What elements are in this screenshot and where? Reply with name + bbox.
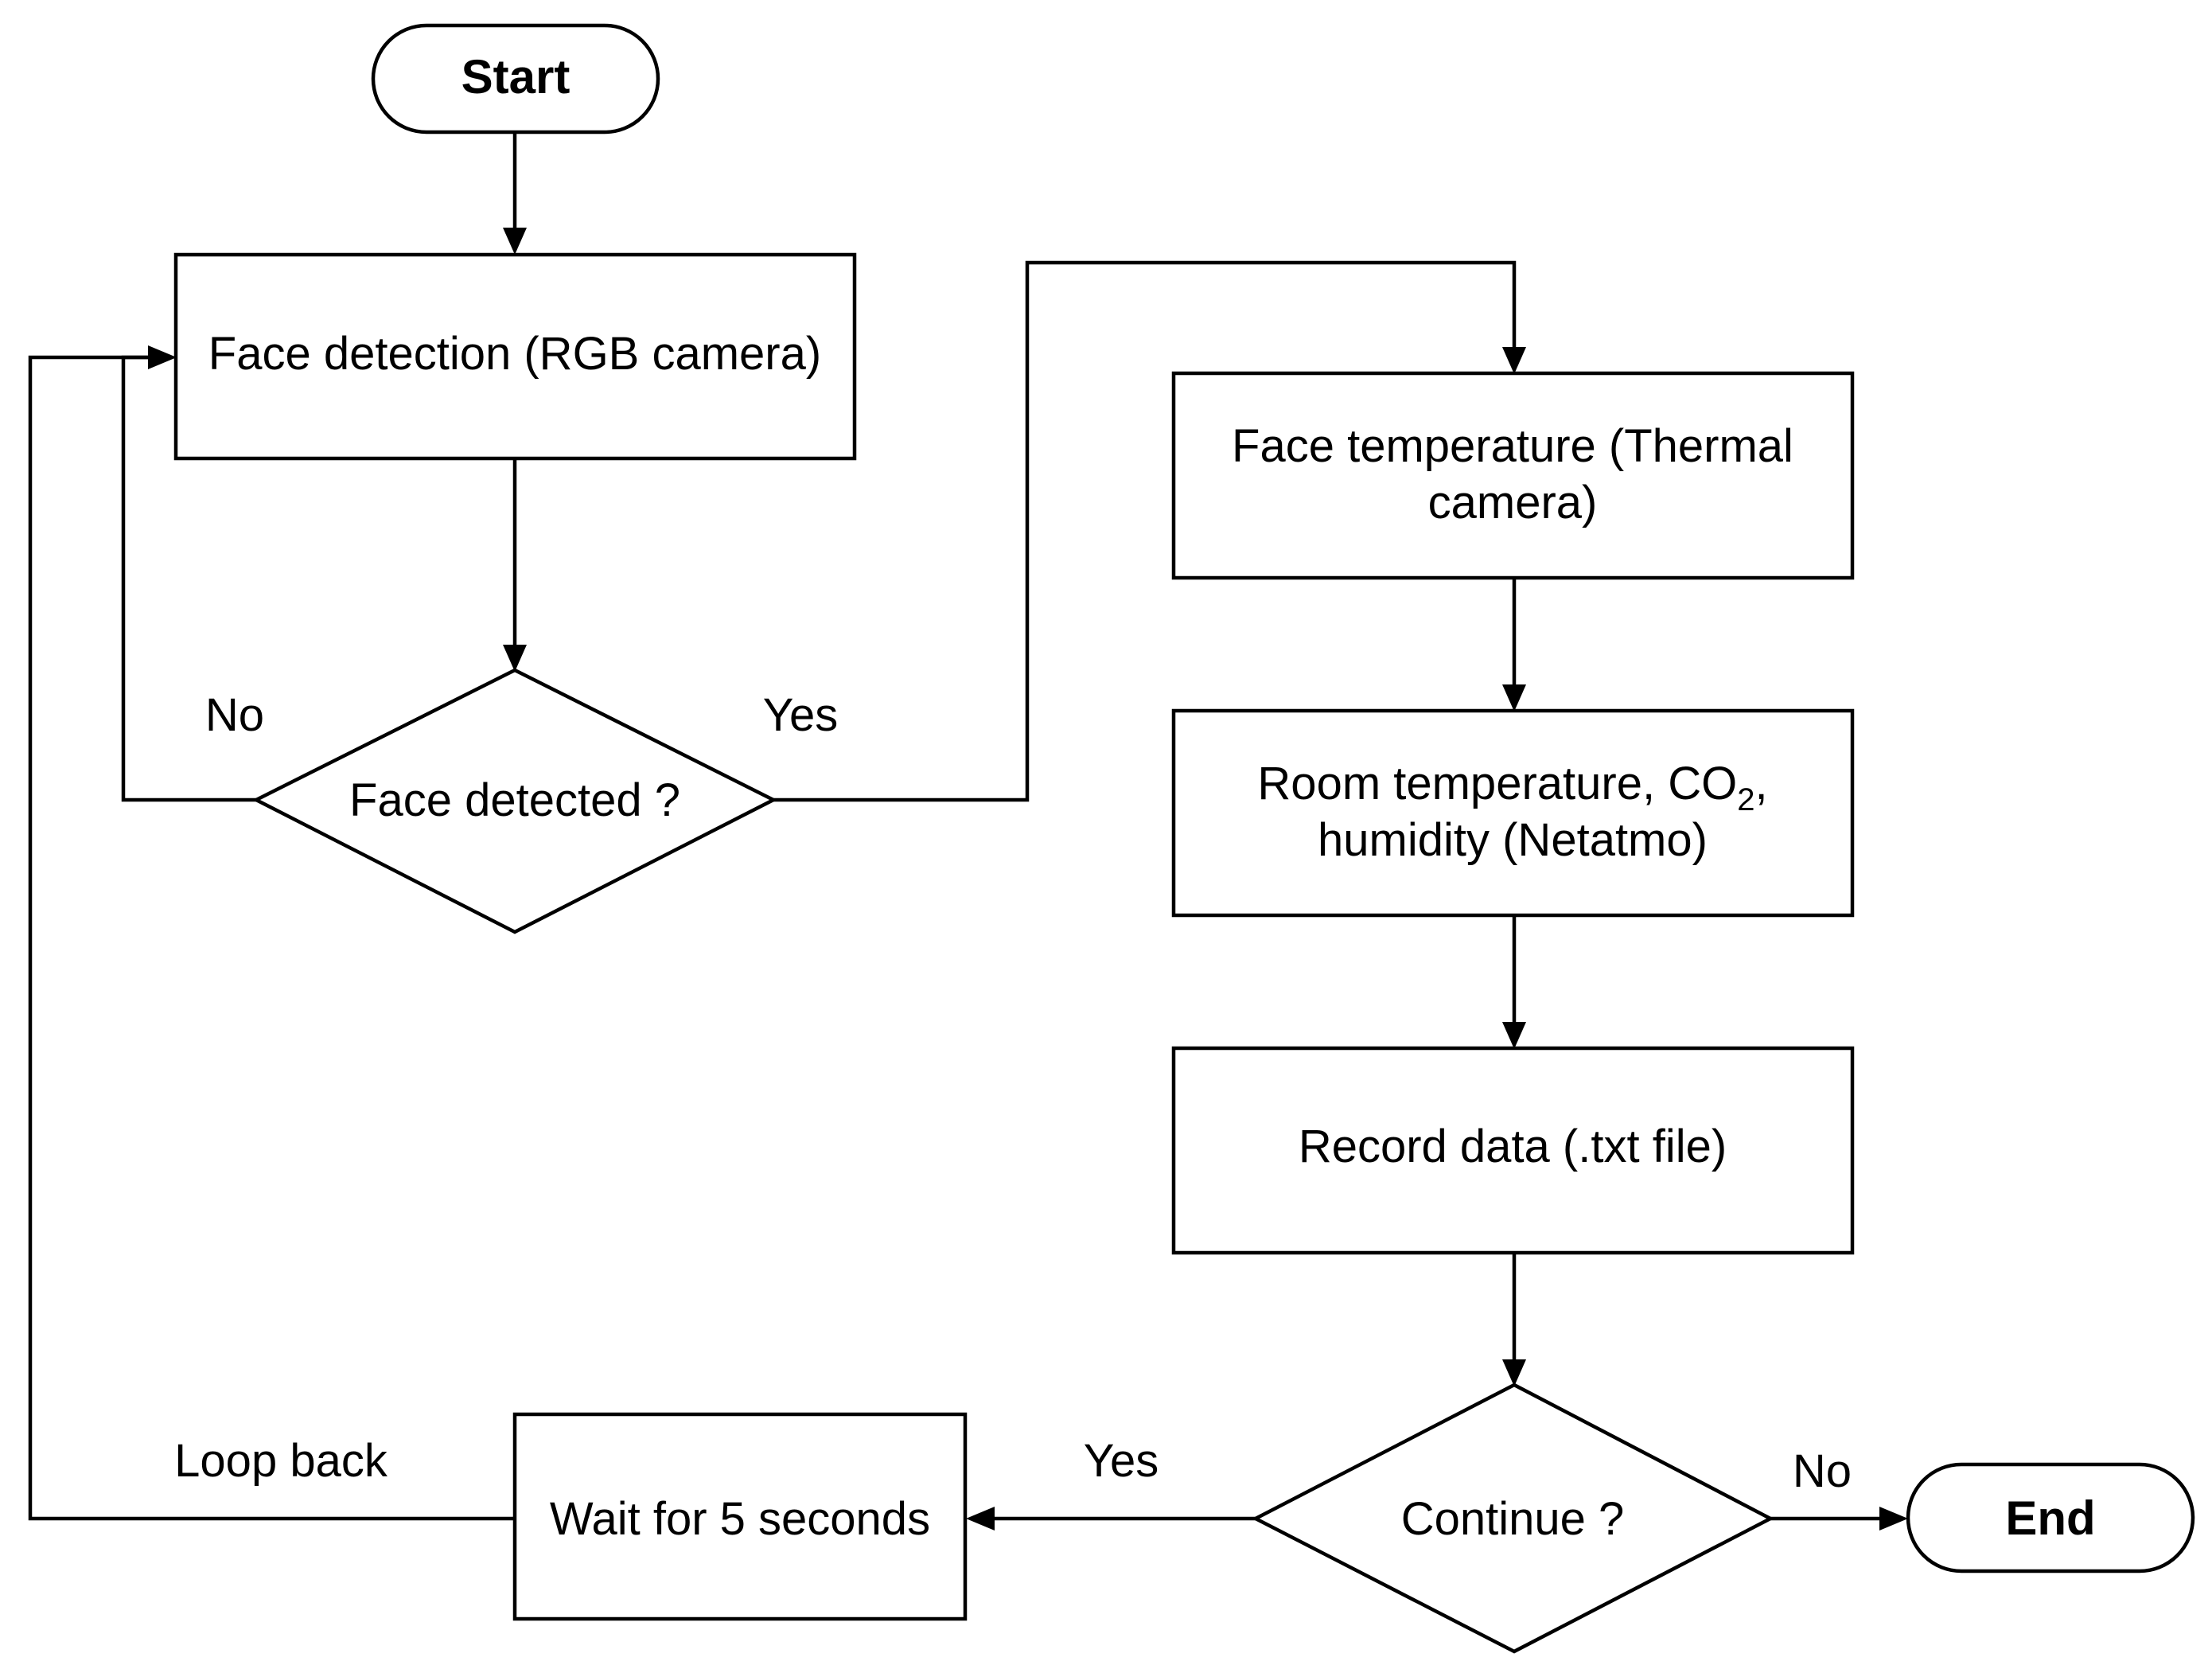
continue-label: Continue ? (1401, 1493, 1625, 1545)
arrowhead-down-room (1502, 684, 1526, 712)
face-temperature-label-line2: camera) (1428, 477, 1598, 528)
arrowhead-right-end (1879, 1507, 1908, 1531)
record-data-box: Record data (.txt file) (1171, 1046, 1855, 1255)
edge-loop-back (28, 355, 515, 1521)
edge-yes-to-face-temperature (773, 260, 1517, 802)
room-label-prefix: Room temperature, CO (1257, 758, 1737, 809)
arrowheads (148, 228, 1908, 1531)
face-detection-box: Face detection (RGB camera) (173, 252, 857, 461)
face-temperature-box: Face temperature (Thermal camera) (1171, 371, 1855, 580)
room-conditions-label-line2: humidity (Netatmo) (1318, 814, 1708, 866)
connectors (28, 133, 1884, 1521)
face-temperature-label-line1: Face temperature (Thermal (1232, 420, 1793, 472)
continue-decision: Continue ? (1252, 1382, 1774, 1654)
arrowhead-down-continue (1502, 1359, 1526, 1386)
edge-label-continue-yes: Yes (1084, 1435, 1159, 1487)
arrowhead-down-decision (503, 645, 527, 672)
end-label: End (2005, 1492, 2095, 1545)
start-label: Start (461, 50, 571, 103)
edge-labels: No Yes Yes No Loop back (174, 689, 1852, 1497)
arrowhead-down-face-temperature (1502, 347, 1526, 374)
wait-label: Wait for 5 seconds (550, 1493, 930, 1545)
wait-box: Wait for 5 seconds (512, 1412, 968, 1621)
end-terminal: End (1906, 1462, 2195, 1573)
arrowhead-right-detection (148, 345, 177, 369)
record-data-label: Record data (.txt file) (1299, 1121, 1727, 1172)
edge-label-face-yes: Yes (763, 689, 839, 741)
face-detected-label: Face detected ? (349, 774, 680, 826)
edge-label-loop-back: Loop back (174, 1435, 388, 1487)
arrowhead-left-wait (966, 1507, 995, 1531)
edge-label-continue-no: No (1793, 1445, 1852, 1497)
arrowhead-down-detection (503, 228, 527, 255)
face-detected-decision: Face detected ? (252, 668, 777, 934)
arrowhead-down-record (1502, 1022, 1526, 1049)
co2-subscript: 2 (1737, 782, 1754, 817)
edge-label-face-no: No (205, 689, 264, 741)
room-label-suffix: , (1754, 758, 1767, 809)
face-detection-label: Face detection (RGB camera) (208, 328, 821, 380)
start-terminal: Start (371, 23, 660, 135)
room-conditions-box: Room temperature, CO2, humidity (Netatmo… (1171, 708, 1855, 918)
room-conditions-label-line1: Room temperature, CO2, (1257, 758, 1767, 817)
